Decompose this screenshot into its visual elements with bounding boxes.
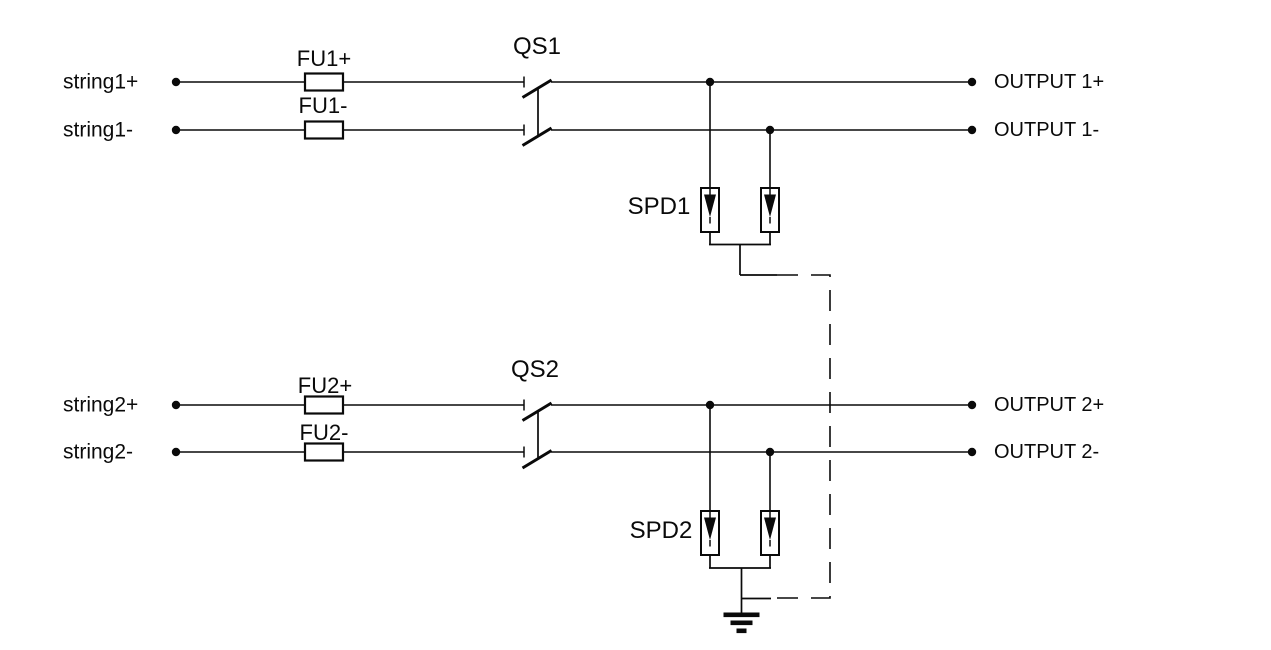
wires-string1 <box>176 81 972 131</box>
junction-dots-spd2 <box>705 400 775 457</box>
output-1-plus-label: OUTPUT 1+ <box>994 71 1105 93</box>
fuse-symbol-fu2-plus <box>303 395 345 415</box>
switch-qs1-label: QS1 <box>512 32 562 60</box>
output-1-minus-label: OUTPUT 1- <box>994 119 1100 141</box>
string1-minus-label: string1- <box>63 118 134 142</box>
output-2-minus-label: OUTPUT 2- <box>994 441 1100 463</box>
fuse-fu1-plus-label: FU1+ <box>296 45 352 71</box>
terminal-dots-string2 <box>171 400 977 457</box>
spd-device-spd2 <box>700 405 780 569</box>
string2-minus-label: string2- <box>63 440 134 464</box>
dashed-earth-link <box>773 274 831 599</box>
fuse-fu2-plus-label: FU2+ <box>297 372 353 398</box>
ground-symbol <box>723 568 771 634</box>
spd2-arrow-icons <box>704 517 716 540</box>
spd1-arrow-icons <box>704 194 716 217</box>
wires-string2 <box>176 404 972 453</box>
spd1-label: SPD1 <box>627 192 691 220</box>
fuse-fu1-minus-label: FU1- <box>298 92 348 118</box>
spd2-label: SPD2 <box>629 516 693 544</box>
string2-plus-label: string2+ <box>63 393 139 417</box>
string1-plus-label: string1+ <box>63 70 139 94</box>
junction-dots-spd1 <box>705 77 775 135</box>
disconnect-switch-qs2 <box>521 399 553 470</box>
spd-device-spd1 <box>700 82 780 276</box>
fuse-symbol-fu2-minus <box>303 442 345 462</box>
terminal-dots-string1 <box>171 77 977 135</box>
fuse-symbol-fu1-minus <box>303 120 345 140</box>
fuse-fu2-minus-label: FU2- <box>299 419 349 445</box>
output-2-plus-label: OUTPUT 2+ <box>994 394 1105 416</box>
switch-qs2-label: QS2 <box>510 355 560 383</box>
disconnect-switch-qs1 <box>521 76 553 147</box>
fuse-symbol-fu1-plus <box>303 72 345 92</box>
